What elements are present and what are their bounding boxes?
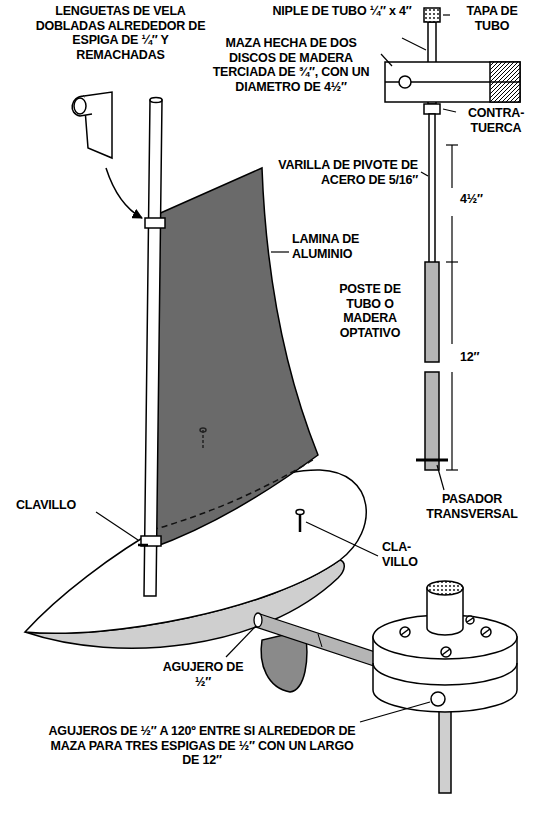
part-label: MAZA HECHA DE DOS DISCOS DE MADERA TERCI… — [205, 36, 377, 95]
part-label: PASADOR TRANSVERSAL — [410, 492, 534, 521]
dimension-line — [451, 262, 452, 344]
sail — [152, 458, 316, 530]
part-label: CLAVILLO — [16, 498, 98, 513]
leader-line — [443, 109, 456, 112]
exploded-parts — [416, 459, 448, 462]
dimension-line — [446, 145, 458, 470]
leader-line — [360, 702, 430, 722]
leader-line — [96, 15, 456, 722]
part-label: AGUJERO DE ½″ — [156, 660, 250, 689]
leader-line — [271, 251, 289, 252]
screw — [441, 647, 451, 657]
exploded-parts — [385, 62, 520, 102]
part-label: TAPA DE TUBO — [452, 4, 532, 33]
sail — [152, 168, 318, 548]
leader-line — [96, 512, 138, 540]
exploded-parts — [385, 8, 520, 470]
leader-line — [402, 38, 426, 50]
exploded-parts — [424, 104, 440, 114]
exploded-parts — [429, 114, 435, 264]
exploded-parts — [399, 76, 411, 88]
mast — [144, 100, 162, 596]
hub-assembly — [373, 581, 517, 793]
exploded-parts — [425, 372, 439, 470]
leader-line — [437, 465, 444, 490]
leader-line — [421, 172, 428, 176]
dowel — [254, 613, 384, 668]
screw — [466, 616, 474, 624]
hub-assembly — [431, 692, 445, 706]
sail-tab-detail — [84, 92, 112, 158]
dowel — [254, 613, 262, 627]
screw — [401, 629, 409, 635]
leader-line — [226, 626, 256, 657]
sail — [152, 168, 318, 548]
sail-tab-detail — [74, 98, 86, 114]
leader-line — [306, 522, 378, 556]
sail-tab-detail — [72, 92, 142, 218]
screw — [467, 618, 473, 622]
part-label: NIPLE DE TUBO ¼″ x 4″ — [272, 4, 412, 19]
sail — [200, 428, 206, 432]
part-label: LENGUETAS DE VELA DOBLADAS ALREDEDOR DE … — [28, 4, 213, 63]
sail-tab-detail — [106, 168, 142, 218]
part-label: 12″ — [460, 350, 504, 365]
part-label: POSTE DE TUBO O MADERA OPTATIVO — [322, 282, 418, 341]
dimension-line — [451, 145, 452, 188]
sail-tab-detail — [72, 96, 92, 116]
mast — [145, 218, 165, 228]
mast — [138, 544, 148, 547]
dimension-line — [451, 216, 452, 262]
part-label: VARILLA DE PIVOTE DE ACERO DE 5/16″ — [266, 158, 418, 187]
dowel — [318, 634, 322, 647]
mast — [150, 98, 162, 103]
part-label: CONTRA-TUERCA — [456, 106, 536, 135]
dowel — [256, 614, 384, 668]
dimension-line — [451, 372, 452, 470]
part-label: AGUJEROS DE ½″ A 120º ENTRE SI ALREDEDOR… — [42, 724, 362, 768]
exploded-parts — [425, 262, 439, 362]
dimension-line — [446, 144, 458, 145]
mast — [138, 98, 165, 597]
part-label: LAMINA DE ALUMINIO — [292, 232, 384, 261]
screw — [400, 627, 410, 637]
screw — [482, 629, 490, 635]
part-label: 4½″ — [460, 192, 504, 207]
exploded-parts — [424, 8, 440, 22]
part-label: CLA-VILLO — [382, 540, 432, 569]
deck-pin — [296, 510, 304, 515]
leader-line — [443, 14, 450, 15]
leader-line — [381, 54, 392, 66]
screw — [481, 627, 491, 637]
dimension-line — [446, 469, 458, 470]
deck-pin — [296, 510, 304, 533]
screw — [442, 649, 450, 655]
hub-assembly — [439, 705, 451, 793]
hub-assembly — [427, 581, 463, 595]
hub-assembly — [373, 663, 517, 685]
